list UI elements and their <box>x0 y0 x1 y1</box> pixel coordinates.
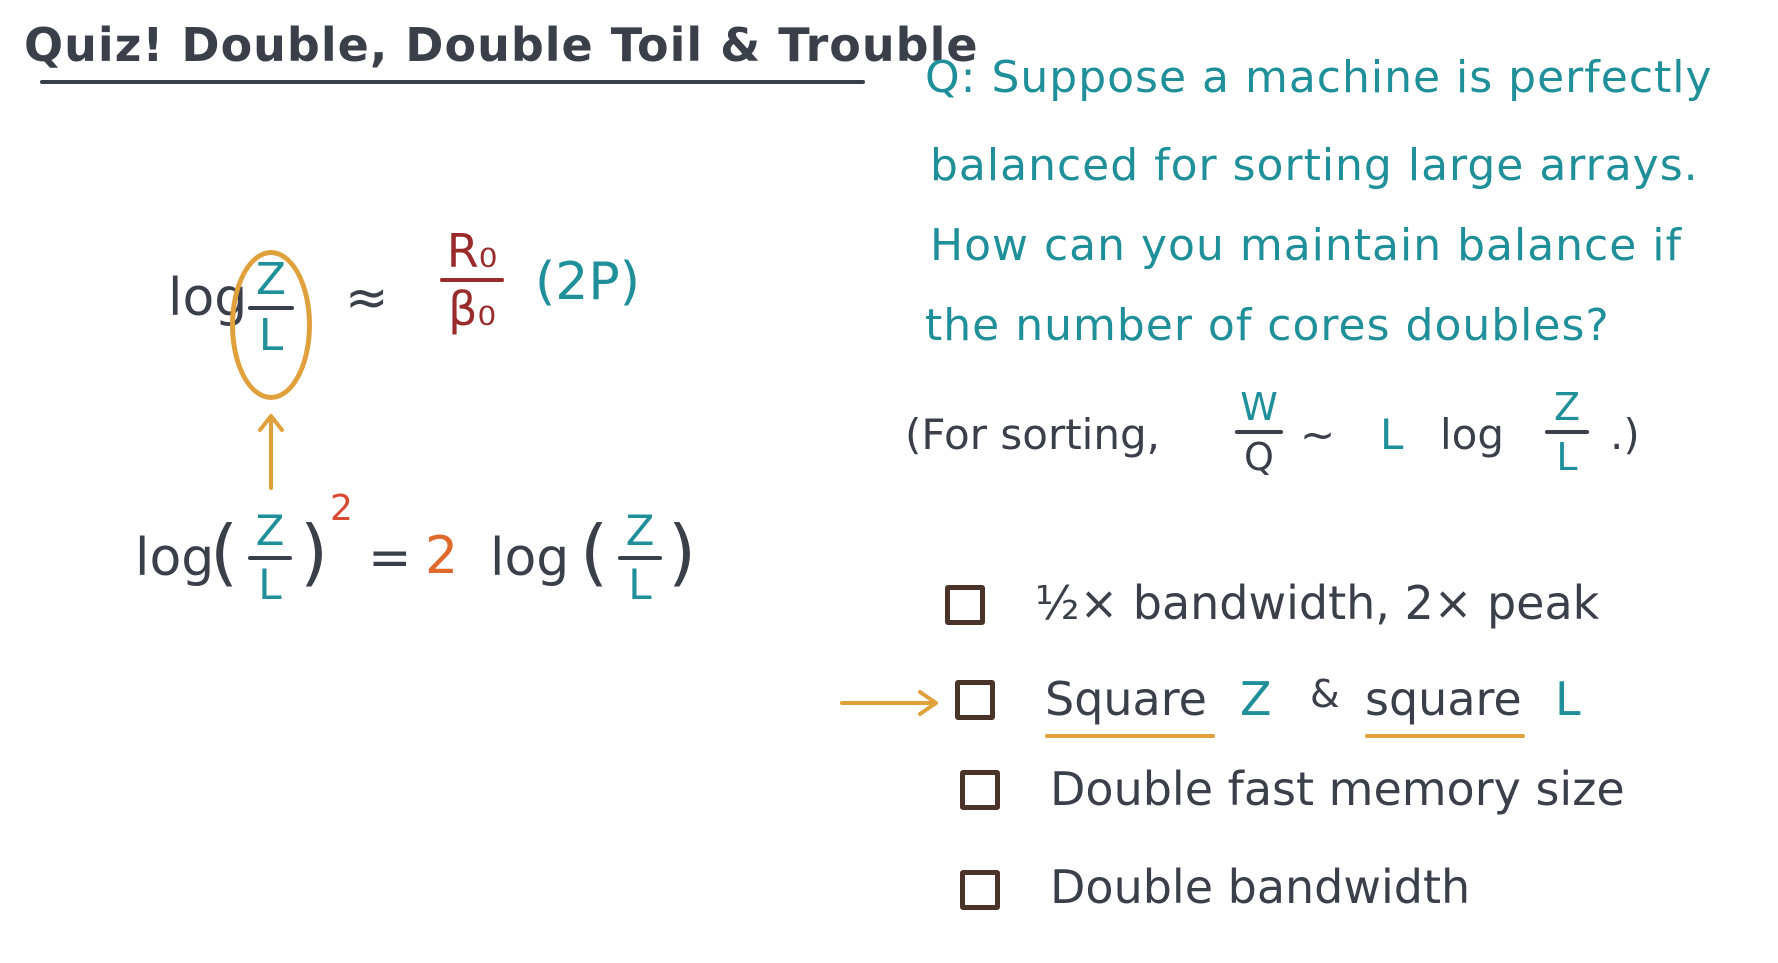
hint-w: W <box>1240 385 1278 429</box>
hint-z: Z <box>1553 385 1581 429</box>
eq2-fraction2: Z L <box>618 510 662 606</box>
eq2-rparen2: ) <box>668 510 697 594</box>
option-2-amp: & <box>1310 672 1340 716</box>
option-4-checkbox[interactable] <box>960 870 1000 910</box>
option-4-label: Double bandwidth <box>1050 860 1471 914</box>
question-line-3: How can you maintain balance if <box>930 220 1683 271</box>
eq1-b0: β₀ <box>448 282 496 336</box>
answer-arrow-icon <box>840 690 938 716</box>
eq1-approx: ≈ <box>345 268 389 328</box>
eq2-lparen2: ( <box>580 510 609 594</box>
eq2-l2: L <box>628 560 652 609</box>
eq2-z: Z <box>255 506 285 555</box>
eq2-exponent: 2 <box>330 488 353 529</box>
eq2-equals: = <box>368 528 412 588</box>
question-line-1: Q: Suppose a machine is perfectly <box>925 52 1713 103</box>
hint-w-over-q: W Q <box>1235 388 1283 476</box>
quiz-title: Quiz! Double, Double Toil & Trouble <box>24 18 979 72</box>
eq2-lparen: ( <box>210 510 239 594</box>
hint-open: (For sorting, <box>905 410 1160 459</box>
option-2-label-b: square <box>1365 672 1522 726</box>
option-1-label: ½× bandwidth, 2× peak <box>1035 576 1600 630</box>
hint-tilde: ~ <box>1300 410 1336 459</box>
eq2-two: 2 <box>425 526 459 586</box>
eq2-l: L <box>258 560 282 609</box>
hint-l: L <box>1380 410 1404 459</box>
eq2-log2: log <box>490 528 570 588</box>
title-underline <box>40 80 865 84</box>
hint-log: log <box>1440 410 1505 459</box>
eq2-log: log <box>135 528 215 588</box>
option-2-label-a: Square <box>1045 672 1207 726</box>
eq1-fraction: Z L <box>248 258 294 358</box>
eq2-fraction: Z L <box>248 510 292 606</box>
option-2-var-b: L <box>1555 672 1581 726</box>
eq1-2p: (2P) <box>535 252 641 312</box>
eq1-r0: R₀ <box>446 224 498 278</box>
option-2-underline-a <box>1045 734 1215 738</box>
hint-z-over-l: Z L <box>1545 388 1589 476</box>
question-line-4: the number of cores doubles? <box>925 300 1610 351</box>
eq1-ratio: R₀ β₀ <box>440 228 504 332</box>
option-1-checkbox[interactable] <box>945 585 985 625</box>
option-2-underline-b <box>1365 734 1525 738</box>
option-3-checkbox[interactable] <box>960 770 1000 810</box>
option-2-var-a: Z <box>1240 672 1272 726</box>
eq1-l: L <box>258 310 284 361</box>
eq2-rparen: ) <box>300 510 329 594</box>
hint-l2: L <box>1556 435 1578 479</box>
option-2-checkbox[interactable] <box>955 680 995 720</box>
highlight-ellipse <box>230 250 312 400</box>
option-3-label: Double fast memory size <box>1050 762 1625 816</box>
question-line-2: balanced for sorting large arrays. <box>930 140 1699 191</box>
hint-q: Q <box>1244 435 1274 479</box>
eq1-z: Z <box>255 254 287 305</box>
up-arrow-icon <box>258 414 284 490</box>
hint-close: .) <box>1610 410 1640 459</box>
eq2-z2: Z <box>625 506 655 555</box>
